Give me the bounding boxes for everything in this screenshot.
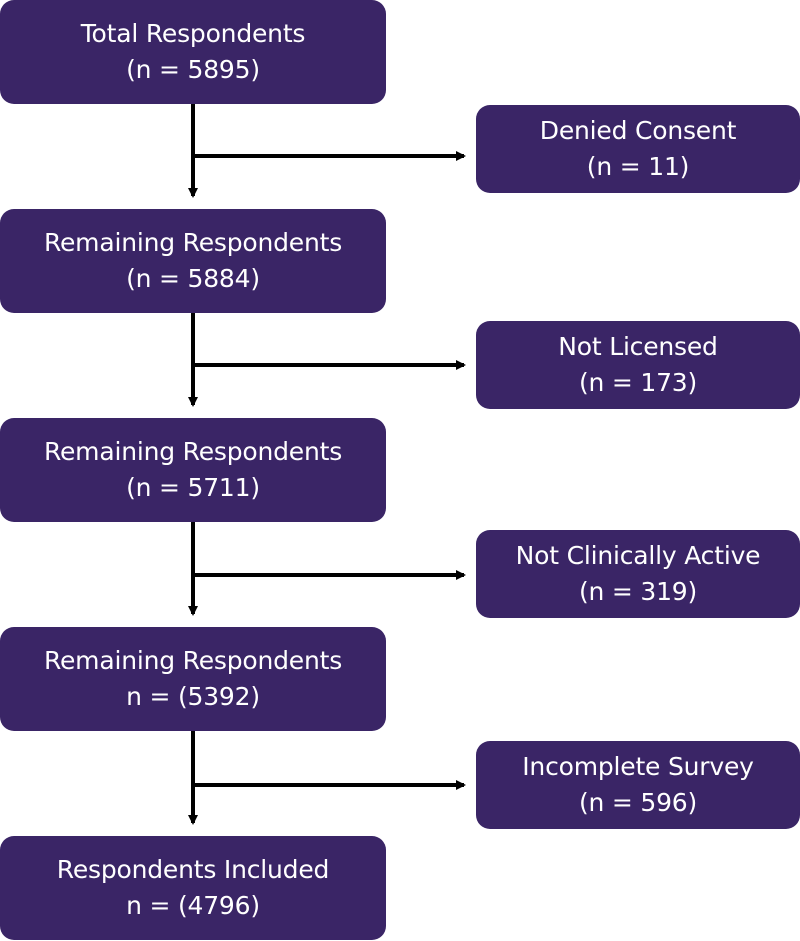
box-count: n = (5392) <box>126 682 260 711</box>
box-title: Remaining Respondents <box>43 646 343 675</box>
box-count: (n = 5895) <box>126 55 260 84</box>
box-count: n = (4796) <box>126 891 260 920</box>
denied-consent-box: Denied Consent (n = 11) <box>476 105 800 193</box>
remaining-respondents-box-2: Remaining Respondents (n = 5711) <box>0 418 386 522</box>
not-clinically-active-box: Not Clinically Active (n = 319) <box>476 530 800 618</box>
not-licensed-box: Not Licensed (n = 173) <box>476 321 800 409</box>
respondents-included-box: Respondents Included n = (4796) <box>0 836 386 940</box>
total-respondents-box: Total Respondents (n = 5895) <box>0 0 386 104</box>
box-count: (n = 319) <box>578 577 698 606</box>
remaining-respondents-box-1: Remaining Respondents (n = 5884) <box>0 209 386 313</box>
box-title: Not Clinically Active <box>515 541 761 570</box>
box-title: Remaining Respondents <box>43 228 343 257</box>
box-count: (n = 5711) <box>126 473 260 502</box>
box-title: Denied Consent <box>539 116 737 145</box>
box-title: Not Licensed <box>558 332 718 361</box>
box-count: (n = 596) <box>578 788 698 817</box>
remaining-respondents-box-3: Remaining Respondents n = (5392) <box>0 627 386 731</box>
box-title: Respondents Included <box>56 855 330 884</box>
incomplete-survey-box: Incomplete Survey (n = 596) <box>476 741 800 829</box>
box-title: Total Respondents <box>80 19 306 48</box>
box-count: (n = 173) <box>578 368 698 397</box>
box-title: Incomplete Survey <box>522 752 754 781</box>
box-title: Remaining Respondents <box>43 437 343 466</box>
box-count: (n = 11) <box>586 152 690 181</box>
box-count: (n = 5884) <box>126 264 260 293</box>
